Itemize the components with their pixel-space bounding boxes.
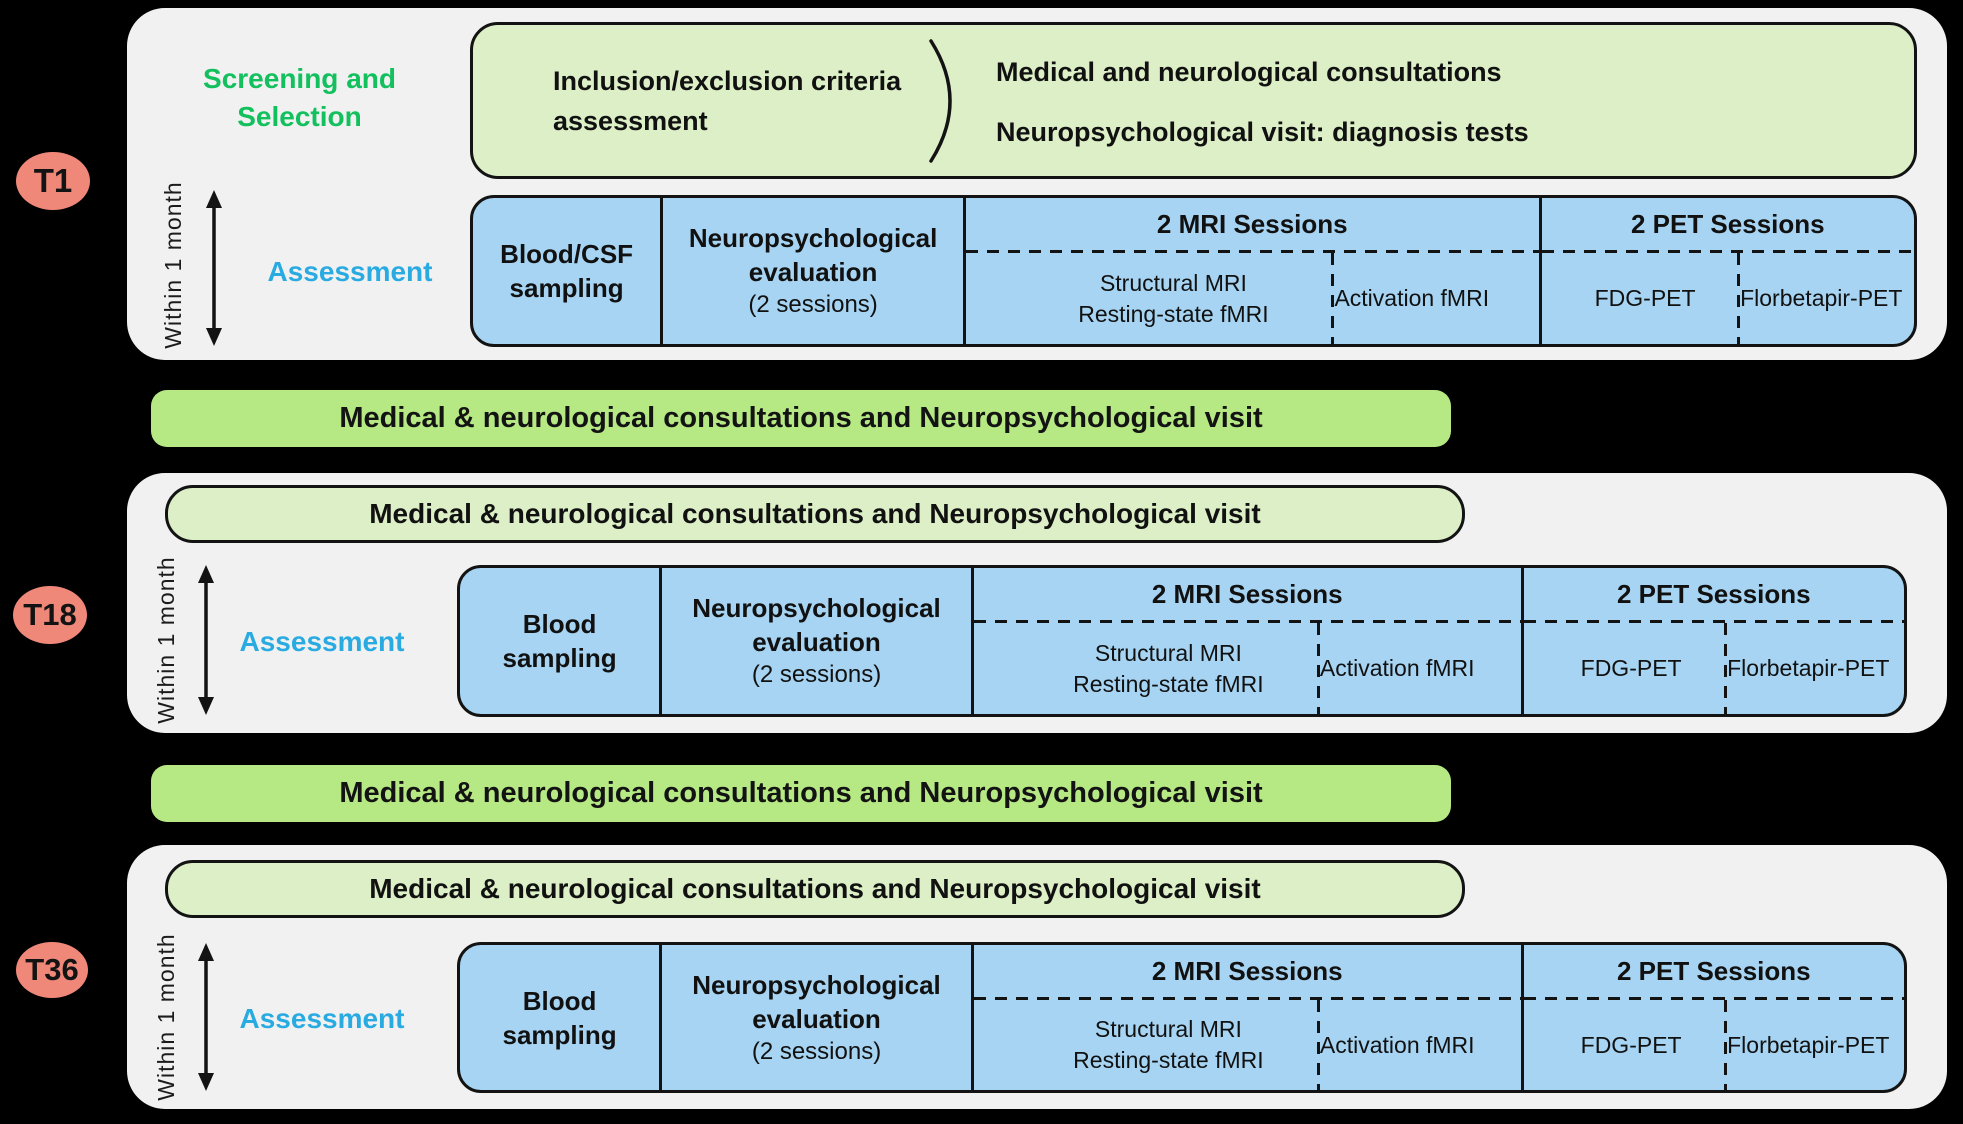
t36-pet-dashed-divider	[1523, 997, 1904, 1000]
t18-structural-mri-line1: Structural MRI	[1094, 639, 1242, 666]
t36-within-month-label: Within 1 month	[152, 933, 179, 1101]
t36-assessment-label: Assessment	[239, 1003, 405, 1034]
t36-mri-section: 2 MRI Sessions Structural MRI Resting-st…	[970, 945, 1521, 1090]
timepoint-badge-t36-label: T36	[25, 952, 79, 987]
t36-pet-section: 2 PET Sessions FDG-PET Florbetapir-PET	[1520, 945, 1904, 1090]
t1-mri-vertical-dash	[1331, 253, 1335, 344]
t18-within-month-label: Within 1 month	[152, 556, 179, 724]
t36-mri-vertical-dash	[1316, 1000, 1320, 1090]
t18-structural-mri-line2: Resting-state fMRI	[1073, 670, 1264, 697]
t18-blood-label: Blood sampling	[502, 609, 617, 673]
t18-pet-vertical-dash	[1724, 623, 1728, 714]
t1-mri-section: 2 MRI Sessions Structural MRI Resting-st…	[962, 198, 1539, 344]
t36-mri-header: 2 MRI Sessions	[1151, 955, 1343, 986]
timepoint-badge-t18-label: T18	[23, 597, 77, 632]
t1-criteria-right-line1: Medical and neurological consultations	[996, 57, 1502, 87]
timepoint-badge-t18: T18	[13, 586, 87, 644]
t18-pet-dashed-divider	[1523, 620, 1904, 623]
t36-neuro-cell: Neuropsychological evaluation (2 session…	[659, 945, 971, 1090]
t1-criteria-left-line1: Inclusion/exclusion criteria	[553, 66, 902, 96]
t36-structural-mri-line1: Structural MRI	[1094, 1016, 1242, 1042]
t1-structural-mri-line2: Resting-state fMRI	[1078, 300, 1269, 327]
t1-florbetapir-pet-cell: Florbetapir-PET	[1740, 285, 1903, 311]
t1-pet-section: 2 PET Sessions FDG-PET Florbetapir-PET	[1538, 198, 1914, 344]
t18-mri-header: 2 MRI Sessions	[1151, 578, 1343, 609]
t36-double-arrow-icon	[198, 943, 214, 1091]
t1-mri-dashed-divider	[965, 250, 1539, 253]
t1-blood-label: Blood/CSF sampling	[500, 239, 634, 303]
t1-pet-vertical-dash	[1737, 253, 1741, 344]
t18-pet-section: 2 PET Sessions FDG-PET Florbetapir-PET	[1520, 568, 1904, 714]
t1-double-arrow-icon	[206, 190, 222, 346]
t36-mri-dashed-divider	[973, 997, 1521, 1000]
t36-structural-mri-line2: Resting-state fMRI	[1073, 1047, 1264, 1073]
t1-phase-label: Screening and Selection	[203, 63, 396, 132]
t18-fdg-pet-cell: FDG-PET	[1580, 655, 1682, 681]
t18-assessment-label: Assessment	[239, 626, 405, 657]
t1-panel: Screening and Selection Inclusion/exclus…	[127, 8, 1947, 360]
t36-florbetapir-pet-cell: Florbetapir-PET	[1727, 1031, 1890, 1058]
t1-neuro-cell: Neuropsychological evaluation (2 session…	[660, 198, 963, 344]
t18-panel: Medical & neurological consultations and…	[127, 473, 1947, 733]
t36-blood-cell: Blood sampling	[460, 945, 659, 1090]
t1-assessment-table: Blood/CSF sampling Neuropsychological ev…	[470, 195, 1917, 347]
t1-pet-dashed-divider	[1541, 250, 1914, 253]
t1-criteria-box: Inclusion/exclusion criteria assessment …	[470, 22, 1917, 179]
t1-fdg-pet-cell: FDG-PET	[1594, 285, 1696, 311]
timepoint-badge-t1-label: T1	[33, 162, 73, 199]
t36-pet-vertical-dash	[1724, 1000, 1728, 1090]
t1-criteria-left: Inclusion/exclusion criteria assessment	[553, 61, 901, 141]
t1-blood-cell: Blood/CSF sampling	[473, 198, 660, 344]
t36-pet-header: 2 PET Sessions	[1616, 955, 1811, 986]
timepoint-badge-t1: T1	[16, 152, 90, 210]
t1-activation-fmri-cell: Activation fMRI	[1334, 285, 1490, 311]
t36-blood-label: Blood sampling	[502, 985, 617, 1050]
t36-visit-box: Medical & neurological consultations and…	[165, 860, 1465, 918]
t18-florbetapir-pet-cell: Florbetapir-PET	[1727, 655, 1890, 681]
t18-visit-box: Medical & neurological consultations and…	[165, 485, 1465, 543]
t36-fdg-pet-cell: FDG-PET	[1580, 1031, 1682, 1058]
t1-neuro-title: Neuropsychological evaluation	[688, 223, 938, 287]
t36-neuro-title: Neuropsychological evaluation	[692, 969, 941, 1034]
t36-neuro-sub: (2 sessions)	[751, 1037, 882, 1065]
t18-mri-vertical-dash	[1316, 623, 1320, 714]
t36-assessment-table: Blood sampling Neuropsychological evalua…	[457, 942, 1907, 1093]
t18-pet-header: 2 PET Sessions	[1616, 578, 1811, 609]
t1-neuro-sub: (2 sessions)	[748, 291, 878, 318]
t18-double-arrow-icon	[198, 565, 214, 715]
t18-structural-mri-cell: Structural MRI Resting-state fMRI	[1020, 623, 1317, 714]
banner-t1-t18: Medical & neurological consultations and…	[151, 390, 1451, 447]
t1-criteria-right-line2: Neuropsychological visit: diagnosis test…	[996, 117, 1529, 147]
t18-neuro-sub: (2 sessions)	[751, 661, 882, 688]
brace-icon	[929, 39, 952, 163]
timepoint-badge-t36: T36	[16, 942, 88, 998]
t36-activation-fmri-cell: Activation fMRI	[1319, 1031, 1475, 1058]
t18-mri-dashed-divider	[973, 620, 1521, 623]
banner-t18-t36: Medical & neurological consultations and…	[151, 765, 1451, 822]
t18-blood-cell: Blood sampling	[460, 568, 659, 714]
t1-structural-mri-line1: Structural MRI	[1099, 269, 1247, 296]
t1-structural-mri-cell: Structural MRI Resting-state fMRI	[1015, 253, 1331, 344]
t1-pet-header: 2 PET Sessions	[1630, 208, 1825, 239]
t36-structural-mri-cell: Structural MRI Resting-state fMRI	[1020, 1000, 1317, 1090]
t18-assessment-table: Blood sampling Neuropsychological evalua…	[457, 565, 1907, 717]
t1-mri-header: 2 MRI Sessions	[1156, 208, 1348, 239]
t18-activation-fmri-cell: Activation fMRI	[1319, 655, 1475, 681]
t1-criteria-left-line2: assessment	[553, 106, 708, 136]
t18-neuro-cell: Neuropsychological evaluation (2 session…	[659, 568, 971, 714]
t18-mri-section: 2 MRI Sessions Structural MRI Resting-st…	[970, 568, 1521, 714]
t1-within-month-label: Within 1 month	[159, 181, 186, 349]
t18-neuro-title: Neuropsychological evaluation	[692, 593, 941, 657]
t1-assessment-label: Assessment	[267, 256, 433, 287]
t36-panel: Medical & neurological consultations and…	[127, 845, 1947, 1109]
